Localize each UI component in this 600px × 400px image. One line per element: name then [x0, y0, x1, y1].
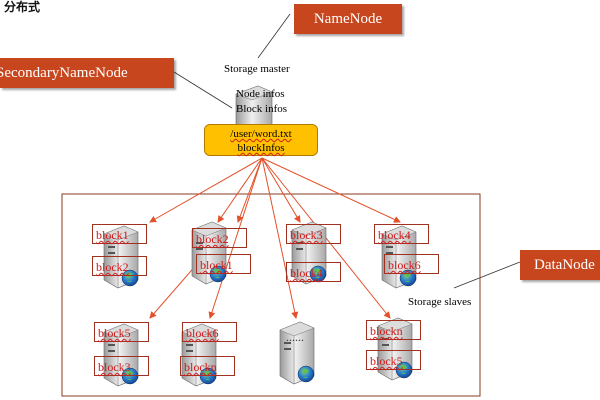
replication-arrows [149, 157, 401, 319]
namenode-callout: NameNode [294, 4, 402, 34]
block-label: block5 [366, 350, 421, 370]
datanode-cluster-frame [61, 193, 481, 397]
namenode-callout-line [257, 13, 291, 59]
secondary-callout-line [173, 71, 233, 109]
block-infos-list-text: blockInfos [237, 142, 285, 154]
file-metadata-box: /user/word.txt blockInfos [204, 124, 318, 156]
secondary-namenode-label: SecondaryNameNode [0, 65, 128, 81]
storage-master-caption: Storage master [224, 63, 290, 75]
block-label: block6 [182, 322, 237, 342]
arrow-to-server-2 [217, 157, 263, 223]
block-label: block2 [192, 228, 247, 248]
block-label: block6 [384, 254, 439, 274]
block-label: block4 [374, 224, 429, 244]
block-label: blockn [366, 320, 421, 340]
datanode-label: DataNode [534, 257, 595, 273]
datanode-callout-line [453, 261, 521, 289]
placeholder-dots: ...... [286, 330, 304, 344]
arrow-to-server-3 [261, 157, 301, 223]
arrow-to-server-4 [261, 157, 401, 223]
block-label: block3 [94, 356, 149, 376]
block-infos-text: Block infos [236, 103, 288, 115]
file-path-text: /user/word.txt [230, 128, 292, 140]
arrow-to-server-6 [208, 157, 263, 319]
page-heading: 分布式 [4, 0, 41, 14]
block-label: block1 [196, 254, 251, 274]
block-label: block1 [92, 224, 147, 244]
datanode-callout: DataNode [520, 250, 600, 280]
arrow-to-server-1 [149, 157, 263, 223]
secondary-namenode-callout: SecondaryNameNode [0, 58, 174, 88]
node-infos-text: Node infos [236, 88, 285, 100]
namenode-label: NameNode [313, 11, 383, 27]
block-label: blockn [180, 356, 235, 376]
arrow-to-server-7 [261, 157, 299, 319]
arrow-to-server-2b [236, 157, 263, 223]
storage-slaves-caption: Storage slaves [408, 296, 472, 308]
block-label: block5 [94, 322, 149, 342]
block-label: block4 [286, 262, 341, 282]
block-label: block2 [92, 256, 147, 276]
block-label: block3 [286, 224, 341, 244]
